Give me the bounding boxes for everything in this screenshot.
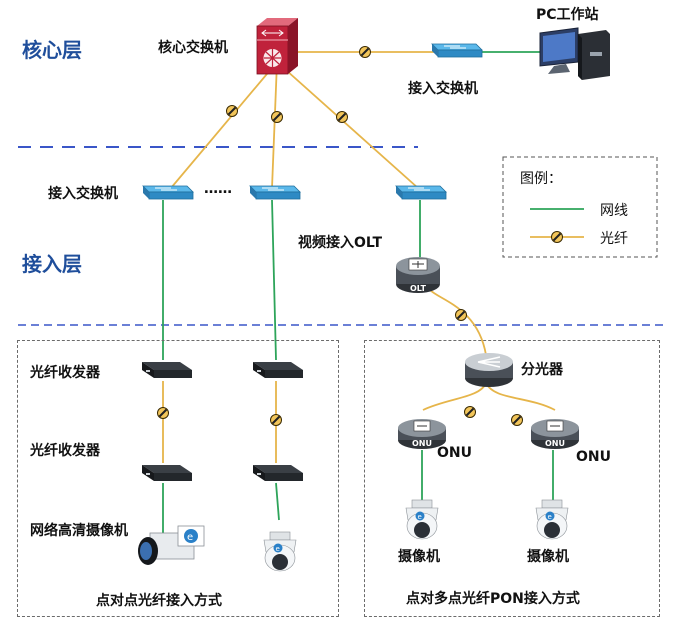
fiber-marker-icon xyxy=(270,110,284,124)
fiber-marker-icon xyxy=(335,110,349,124)
access-switch-icon xyxy=(431,43,483,58)
pc-workstation-label: PC工作站 xyxy=(536,7,599,23)
core-switch-icon xyxy=(256,18,298,75)
core-switch-label: 核心交换机 xyxy=(158,40,228,56)
olt-label: 视频接入OLT xyxy=(298,235,383,251)
legend-fiber-label: 光纤 xyxy=(600,231,628,247)
p2p-group-box xyxy=(17,340,339,617)
olt-icon xyxy=(396,257,440,293)
onu-label-2: ONU xyxy=(576,449,611,465)
access-switch-icon xyxy=(249,185,301,200)
box-camera-icon: e xyxy=(138,525,205,565)
legend-title: 图例： xyxy=(520,171,562,187)
splitter-label: 分光器 xyxy=(521,362,563,378)
access-switch-top-label: 接入交换机 xyxy=(408,81,478,97)
camera-label-1: 摄像机 xyxy=(398,549,440,565)
fiber-marker-icon xyxy=(454,308,468,322)
p2p-caption: 点对点光纤接入方式 xyxy=(96,593,222,609)
fiber-marker-icon xyxy=(225,104,239,118)
pc-workstation-icon xyxy=(539,27,610,80)
camera-label-2: 摄像机 xyxy=(527,549,569,565)
access-switch-icon xyxy=(395,185,447,200)
transceiver-label-1: 光纤收发器 xyxy=(30,365,100,381)
onu-device-text: ONU xyxy=(545,439,565,448)
legend-net-label: 网线 xyxy=(600,203,628,219)
access-switch-left-label: 接入交换机 xyxy=(48,186,118,202)
fiber-marker-icon xyxy=(358,45,372,59)
core-layer-label: 核心层 xyxy=(22,38,82,62)
access-layer-label: 接入层 xyxy=(22,252,82,276)
onu-device-text: ONU xyxy=(412,439,432,448)
fiber-marker-icon xyxy=(550,230,564,244)
olt-device-text: OLT xyxy=(410,284,427,293)
ellipsis-label: …… xyxy=(204,181,232,197)
hd-camera-label: 网络高清摄像机 xyxy=(30,523,128,539)
transceiver-label-2: 光纤收发器 xyxy=(30,443,100,459)
pon-group-box xyxy=(364,340,660,617)
onu-label-1: ONU xyxy=(437,445,472,461)
network-links xyxy=(162,51,554,535)
splitter-icon xyxy=(465,353,513,387)
pon-caption: 点对多点光纤PON接入方式 xyxy=(406,591,580,607)
svg-text:e: e xyxy=(187,532,193,543)
legend-box xyxy=(502,156,658,258)
access-switch-icon xyxy=(142,185,194,200)
